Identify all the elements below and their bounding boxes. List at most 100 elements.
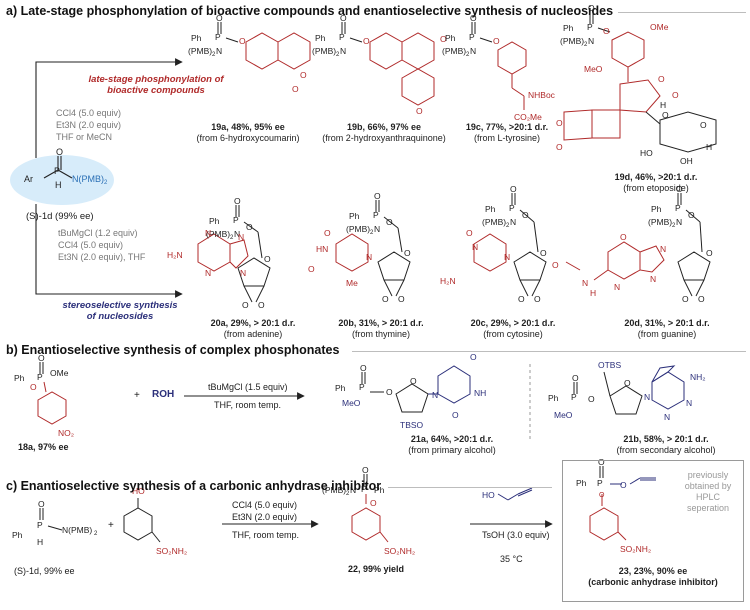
svg-text:O: O (38, 353, 45, 363)
caption-19d: 19d, 46%, >20:1 d.r.(from etoposide) (614, 172, 698, 193)
svg-text:O: O (470, 13, 477, 23)
caption-19b: 19b, 66%, 97% ee(from 2-hydroxyanthraqui… (322, 122, 446, 143)
caption-19c: 19c, 77%, >20:1 d.r.(from L-tyrosine) (465, 122, 549, 143)
svg-text:P: P (509, 203, 515, 213)
cond-bottom-1: tBuMgCl (1.2 equiv) (58, 228, 138, 238)
svg-text:Ph: Ph (548, 393, 559, 403)
svg-text:O: O (493, 36, 500, 46)
svg-text:Ph: Ph (485, 204, 496, 214)
svg-text:O: O (624, 378, 631, 388)
svg-text:N: N (676, 217, 682, 227)
svg-text:(PMB): (PMB) (322, 485, 346, 495)
svg-text:HO: HO (132, 486, 145, 496)
svg-text:O: O (242, 300, 249, 310)
svg-text:HN: HN (316, 244, 328, 254)
svg-text:N: N (614, 282, 620, 292)
section-a-rule (618, 12, 746, 13)
svg-text:OMe: OMe (50, 368, 69, 378)
svg-text:O: O (363, 36, 370, 46)
intermediate-22-structure (351, 474, 389, 543)
section-b-title: b) Enantioselective synthesis of complex… (6, 343, 340, 357)
reagent-propargyl-alcohol (497, 487, 533, 501)
svg-text:N: N (510, 217, 516, 227)
svg-text:P: P (373, 210, 379, 220)
svg-text:N: N (664, 412, 670, 422)
svg-text:SO₂NH₂: SO₂NH₂ (384, 546, 415, 556)
svg-text:(PMB): (PMB) (312, 46, 336, 56)
svg-text:P: P (361, 484, 367, 494)
section-c-title: c) Enantioselective synthesis of a carbo… (6, 479, 382, 493)
svg-text:O: O (688, 210, 695, 220)
cond-c-2: Et3N (2.0 equiv) (232, 512, 298, 522)
svg-text:O: O (234, 196, 241, 206)
svg-text:OMe: OMe (650, 22, 669, 32)
svg-text:O: O (518, 294, 525, 304)
svg-text:N: N (644, 392, 650, 402)
svg-text:O: O (404, 248, 411, 258)
svg-text:O: O (598, 457, 605, 467)
svg-text:P: P (37, 520, 43, 530)
svg-text:P: P (54, 166, 60, 176)
svg-text:Ph: Ph (576, 478, 587, 488)
section-a-title: a) Late-stage phosphonylation of bioacti… (6, 4, 614, 18)
cond-c-3: THF, room temp. (232, 530, 300, 540)
svg-text:Ph: Ph (191, 33, 202, 43)
svg-text:O: O (682, 294, 689, 304)
svg-text:HO: HO (640, 148, 653, 158)
svg-text:O: O (510, 184, 517, 194)
svg-text:N: N (238, 232, 244, 242)
sm-18a-label: 18a, 97% ee (18, 442, 69, 452)
svg-text:H₂N: H₂N (167, 250, 183, 260)
svg-text:Me: Me (346, 278, 358, 288)
svg-text:P: P (339, 32, 345, 42)
svg-text:MeO: MeO (554, 410, 573, 420)
svg-text:N: N (650, 274, 656, 284)
note-hplc: previously obtained by HPLC seperation (684, 470, 732, 513)
cond-bottom-3: Et3N (2.0 equiv), THF (58, 252, 146, 262)
svg-text:NO₂: NO₂ (58, 428, 74, 438)
svg-text:N: N (205, 228, 211, 238)
svg-text:NHBoc: NHBoc (528, 90, 556, 100)
product-21a-structure (361, 365, 471, 413)
svg-text:(PMB): (PMB) (482, 217, 506, 227)
intermediate-22-label: 22, 99% yield (348, 564, 405, 574)
svg-text:Ph: Ph (14, 373, 25, 383)
svg-text:O: O (599, 492, 605, 499)
svg-text:O: O (676, 184, 683, 194)
svg-text:Ar: Ar (24, 174, 33, 184)
svg-text:Ph: Ph (374, 485, 385, 495)
svg-text:O: O (588, 3, 595, 13)
product-23-box (562, 460, 744, 602)
cond-c2-2: 35 °C (500, 554, 523, 564)
svg-text:N: N (470, 46, 476, 56)
svg-text:O: O (410, 376, 417, 386)
section-b-rule (352, 351, 746, 352)
svg-text:HO: HO (482, 490, 495, 500)
label-stereoselective-nucleosides: stereoselective synthesis of nucleosides (62, 300, 178, 322)
caption-19a: 19a, 48%, 95% ee(from 6-hydroxycoumarin) (196, 122, 300, 143)
svg-text:2: 2 (230, 235, 234, 241)
cond-c2-1: TsOH (3.0 equiv) (482, 530, 550, 540)
svg-text:CO₂Me: CO₂Me (514, 112, 542, 122)
svg-text:O: O (658, 74, 665, 84)
svg-text:O: O (522, 210, 529, 220)
svg-text:TBSO: TBSO (400, 420, 424, 430)
svg-text:N: N (660, 244, 666, 254)
svg-text:O: O (324, 228, 331, 238)
svg-text:N: N (340, 46, 346, 56)
svg-text:H: H (590, 288, 596, 298)
svg-text:O: O (216, 13, 223, 23)
svg-text:N: N (374, 224, 380, 234)
svg-text:O: O (292, 84, 299, 94)
svg-text:N: N (366, 252, 372, 262)
svg-text:O: O (386, 387, 393, 397)
svg-text:N: N (432, 390, 438, 400)
product-19d-structure (563, 12, 717, 153)
svg-text:Ph: Ph (563, 23, 574, 33)
svg-text:O: O (382, 294, 389, 304)
svg-text:O: O (603, 26, 610, 36)
svg-text:O: O (258, 300, 265, 310)
cond-b-2: THF, room temp. (214, 400, 282, 410)
product-20d-structure (565, 193, 711, 297)
svg-text:P: P (469, 32, 475, 42)
